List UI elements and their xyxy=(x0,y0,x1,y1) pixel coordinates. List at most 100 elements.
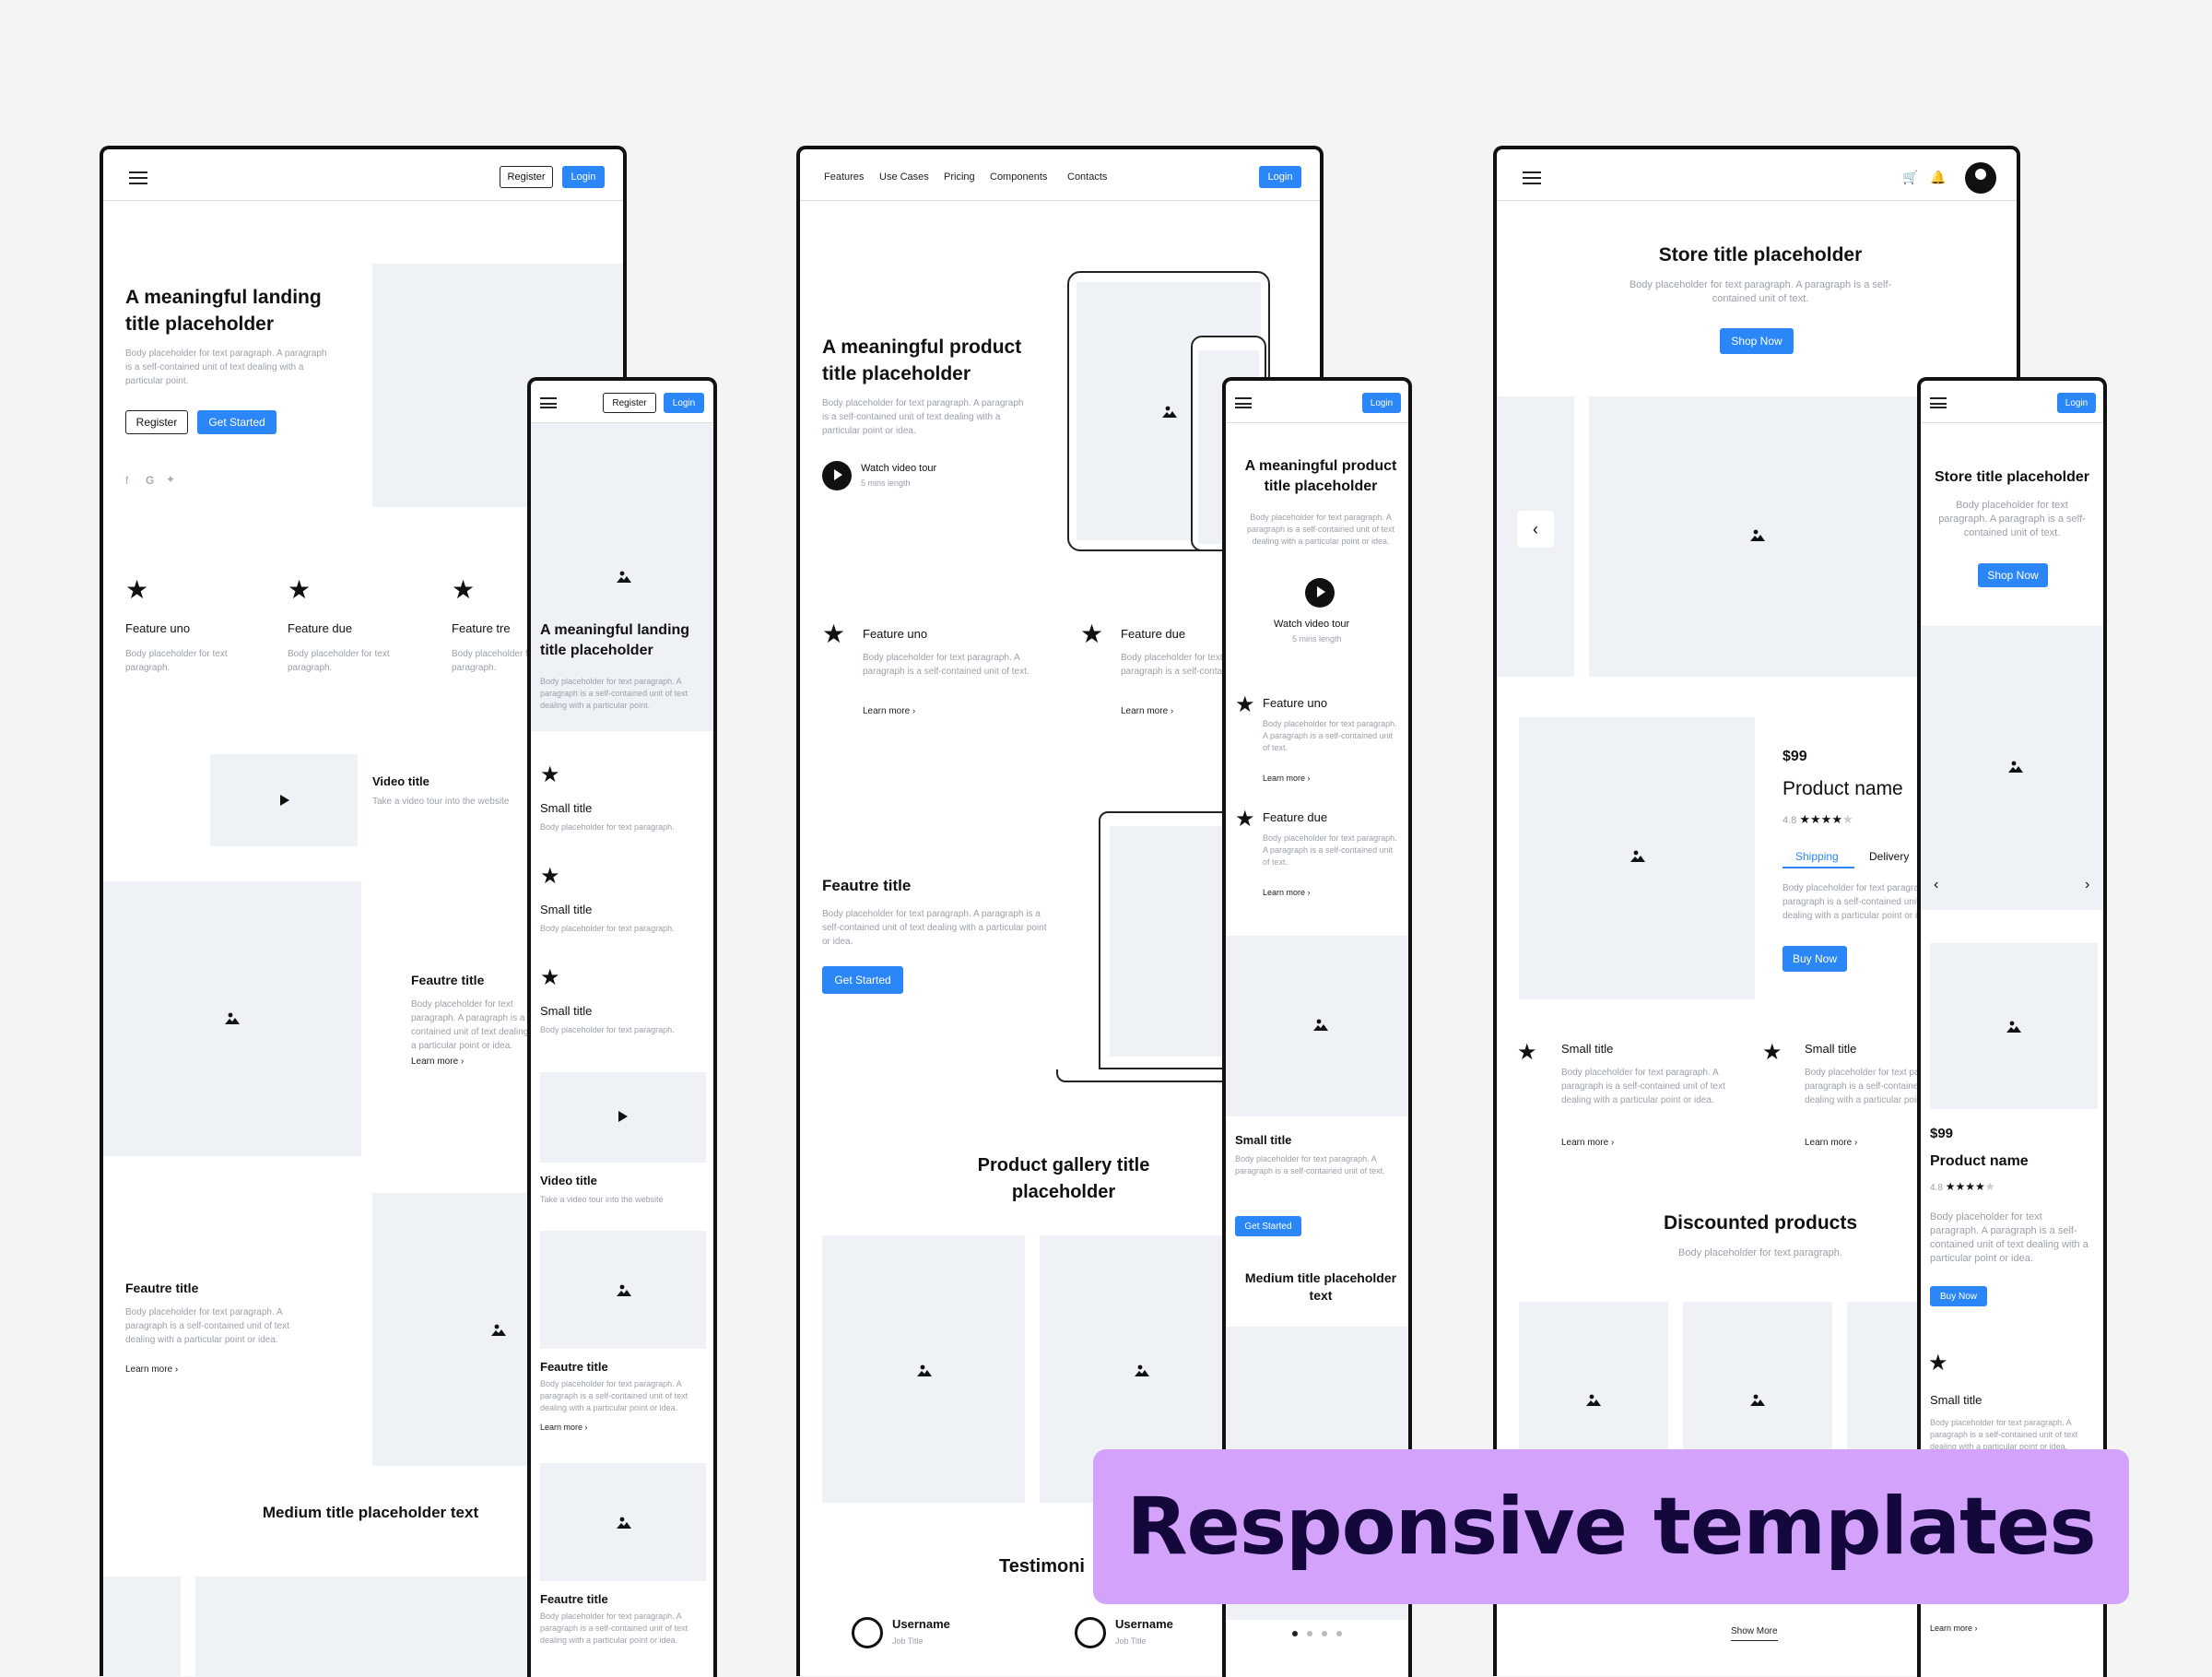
menu-icon[interactable] xyxy=(1235,397,1252,408)
learn-more-link[interactable]: Learn more › xyxy=(1263,774,1311,783)
nav-contacts[interactable]: Contacts xyxy=(1067,171,1108,183)
feature-title: Feautre title xyxy=(540,1360,608,1374)
star-icon: ★ xyxy=(1762,1040,1783,1065)
play-icon[interactable] xyxy=(280,795,289,806)
login-button[interactable]: Login xyxy=(664,393,704,413)
play-icon[interactable] xyxy=(618,1111,628,1122)
star-icon: ★ xyxy=(288,575,312,604)
register-button[interactable]: Register xyxy=(500,166,553,188)
feature-title: Feautre title xyxy=(822,877,912,894)
product-name: Product name xyxy=(1930,1153,2029,1169)
google-icon[interactable]: G xyxy=(146,474,155,487)
watch-video-label[interactable]: Watch video tour xyxy=(861,463,937,474)
hero-title: A meaningful product title placeholder xyxy=(1244,458,1397,494)
testimonials-title: Testimoni xyxy=(999,1556,1085,1577)
store-subtitle: Body placeholder for text paragraph. A p… xyxy=(1629,279,1892,304)
learn-more-link[interactable]: Learn more › xyxy=(1121,706,1174,716)
chevron-left-icon[interactable]: ‹ xyxy=(1934,877,1939,892)
get-started-button[interactable]: Get Started xyxy=(1235,1216,1301,1236)
login-button[interactable]: Login xyxy=(2057,393,2096,413)
play-icon[interactable] xyxy=(1305,578,1335,608)
small-title: Small title xyxy=(540,801,593,815)
tab-shipping[interactable]: Shipping xyxy=(1795,850,1839,863)
feature-body-2: Body placeholder for text paragraph. A p… xyxy=(125,1307,289,1345)
nav-pricing[interactable]: Pricing xyxy=(944,171,975,183)
learn-more-link[interactable]: Learn more › xyxy=(540,1423,588,1432)
watch-video-label[interactable]: Watch video tour xyxy=(1274,619,1350,630)
hero-section xyxy=(531,423,713,731)
register-button[interactable]: Register xyxy=(603,393,656,413)
small-title: Small title xyxy=(1561,1042,1614,1056)
feature-due-title: Feature due xyxy=(1263,810,1328,824)
menu-icon[interactable] xyxy=(1523,171,1541,184)
chevron-right-icon[interactable]: › xyxy=(2085,877,2090,892)
hero-title: A meaningful landing title placeholder xyxy=(540,622,690,658)
nav-components[interactable]: Components xyxy=(990,171,1048,183)
carousel-dot[interactable] xyxy=(1307,1631,1312,1636)
small-body: Body placeholder for text paragraph. xyxy=(540,1025,675,1034)
star-icon: ★ xyxy=(125,575,149,604)
buy-now-button[interactable]: Buy Now xyxy=(1930,1286,1987,1306)
login-button[interactable]: Login xyxy=(1259,166,1301,188)
video-title: Video title xyxy=(540,1174,597,1187)
image-icon xyxy=(1134,1364,1150,1377)
carousel-dot[interactable] xyxy=(1322,1631,1327,1636)
gallery-title: Product gallery title placeholder xyxy=(977,1155,1150,1202)
carousel-dot-active[interactable] xyxy=(1292,1631,1298,1636)
nav-use-cases[interactable]: Use Cases xyxy=(879,171,929,183)
landing-header xyxy=(103,149,623,201)
star-icon: ★ xyxy=(1928,1351,1948,1376)
menu-icon[interactable] xyxy=(540,397,557,408)
image-icon xyxy=(224,1012,241,1025)
facebook-icon[interactable]: f xyxy=(125,474,129,487)
learn-more-link[interactable]: Learn more › xyxy=(1561,1138,1615,1148)
carousel-dot[interactable] xyxy=(1336,1631,1342,1636)
product-price: $99 xyxy=(1783,749,1807,764)
video-desc: Take a video tour into the website xyxy=(540,1195,664,1204)
product-name: Product name xyxy=(1783,778,1903,799)
medium-title: Medium title placeholder text xyxy=(262,1504,479,1521)
feature-due-body: Body placeholder for text paragraph. A p… xyxy=(1263,833,1397,867)
cart-icon[interactable]: 🛒 xyxy=(1902,170,1919,184)
product-rating: 4.8 ★★★★★ xyxy=(1930,1180,1995,1194)
learn-more-link[interactable]: Learn more › xyxy=(125,1364,179,1375)
menu-icon[interactable] xyxy=(129,171,147,184)
learn-more-link[interactable]: Learn more › xyxy=(1263,888,1311,897)
avatar-icon xyxy=(852,1617,883,1648)
feature-title: Feautre title xyxy=(411,973,485,987)
learn-more-link[interactable]: Learn more › xyxy=(411,1057,465,1067)
tab-delivery[interactable]: Delivery xyxy=(1869,850,1910,863)
tab-underline xyxy=(1783,867,1854,868)
small-title: Small title xyxy=(540,1004,593,1018)
get-started-button[interactable]: Get Started xyxy=(197,410,276,434)
star-icon: ★ xyxy=(822,620,846,648)
login-button[interactable]: Login xyxy=(562,166,605,188)
discount-card[interactable] xyxy=(1683,1302,1832,1477)
bell-icon[interactable]: 🔔 xyxy=(1930,170,1947,184)
image-icon xyxy=(2007,761,2024,774)
learn-more-link[interactable]: Learn more › xyxy=(1805,1138,1858,1148)
testimonial-username: Username xyxy=(892,1617,950,1631)
menu-icon[interactable] xyxy=(1930,397,1947,408)
product-image xyxy=(1930,943,2098,1109)
twitter-icon[interactable]: ✦ xyxy=(166,473,176,486)
get-started-button[interactable]: Get Started xyxy=(822,966,903,994)
login-button[interactable]: Login xyxy=(1362,393,1401,413)
show-more-link[interactable]: Show More xyxy=(1731,1626,1778,1641)
image-icon xyxy=(1749,1394,1766,1407)
learn-more-link[interactable]: Learn more › xyxy=(863,706,916,716)
hero-body: Body placeholder for text paragraph. A p… xyxy=(822,398,1024,436)
register-cta[interactable]: Register xyxy=(125,410,188,434)
chevron-left-icon[interactable]: ‹ xyxy=(1517,511,1554,548)
shop-now-button[interactable]: Shop Now xyxy=(1720,328,1794,354)
buy-now-button[interactable]: Buy Now xyxy=(1783,946,1847,972)
shop-now-button[interactable]: Shop Now xyxy=(1978,563,2048,587)
avatar-icon[interactable] xyxy=(1965,162,1996,194)
nav-features[interactable]: Features xyxy=(824,171,865,183)
discount-card[interactable] xyxy=(1519,1302,1668,1477)
product-price: $99 xyxy=(1930,1126,1954,1141)
testimonial-username: Username xyxy=(1115,1617,1173,1631)
learn-more-link[interactable]: Learn more › xyxy=(1930,1624,1978,1633)
play-icon[interactable] xyxy=(822,461,852,490)
video-length: 5 mins length xyxy=(861,478,911,488)
